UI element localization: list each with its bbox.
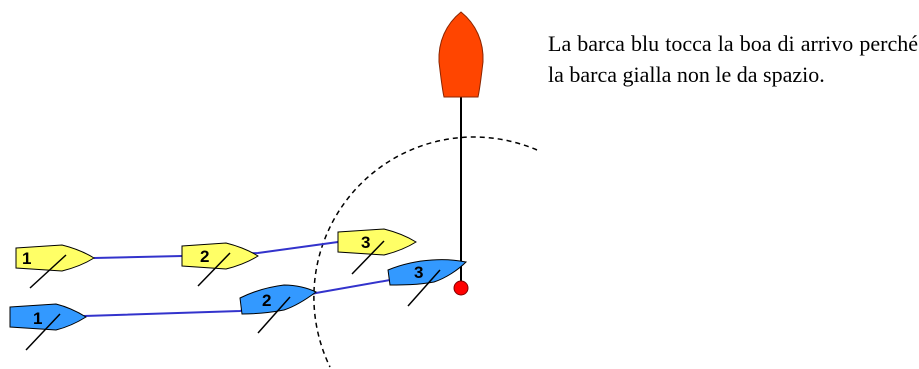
yellow-boat-1: 1 [15,244,95,289]
yellow-boat-2: 2 [181,242,259,287]
blue-boat-1-number: 1 [33,309,42,328]
yellow-boat-1-boom [29,254,67,289]
yellow-boat-3-boom [351,240,385,275]
committee-boat [438,11,484,98]
blue-boat-3-boom [407,269,441,307]
yellow-boat-1-hull [15,244,95,272]
blue-boat-2-hull [239,284,317,315]
zone-circle [313,136,538,368]
finish-mark [453,280,469,296]
blue-boat-1-boom [25,313,61,351]
yellow-boat-3-hull [337,228,417,256]
blue-boat-3-hull [387,259,468,286]
blue-boat-2-boom [257,296,291,334]
yellow-boat-3-number: 3 [361,233,370,252]
explanation-text: La barca blu tocca la boa di arrivo perc… [548,31,918,87]
yellow-boat-2-hull [181,242,259,270]
yellow-boat-1-number: 1 [22,249,31,268]
blue-boat-3: 3 [387,259,468,307]
blue-boat-1: 1 [9,303,87,351]
blue-boat-2: 2 [239,284,317,334]
blue-boat-2-number: 2 [262,291,271,310]
yellow-boat-2-number: 2 [200,247,209,266]
yellow-boat-2-boom [197,252,231,287]
blue-boat-3-number: 3 [414,263,423,282]
blue-boat-1-hull [9,303,87,331]
blue-boat-track [83,279,391,317]
yellow-boat-3: 3 [337,228,417,275]
